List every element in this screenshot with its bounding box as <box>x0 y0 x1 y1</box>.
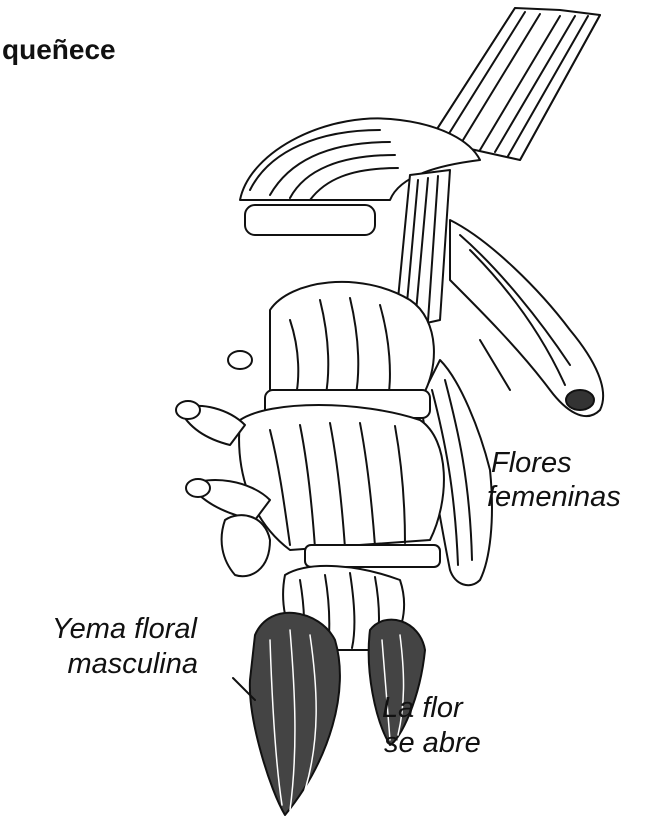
label-male-bud-line1: Yema floral <box>0 613 197 646</box>
flower-hands <box>176 282 444 576</box>
page-heading: queñece <box>2 33 116 66</box>
label-flower-opens-line2: se abre <box>384 727 481 760</box>
male-bud <box>233 566 425 815</box>
label-female-flowers-line2: femeninas <box>487 481 621 514</box>
label-flower-opens-line1: La flor <box>382 692 463 725</box>
female-flowers <box>420 220 603 585</box>
label-female-flowers-line1: Flores <box>491 447 572 480</box>
label-male-bud-line2: masculina <box>0 648 198 681</box>
